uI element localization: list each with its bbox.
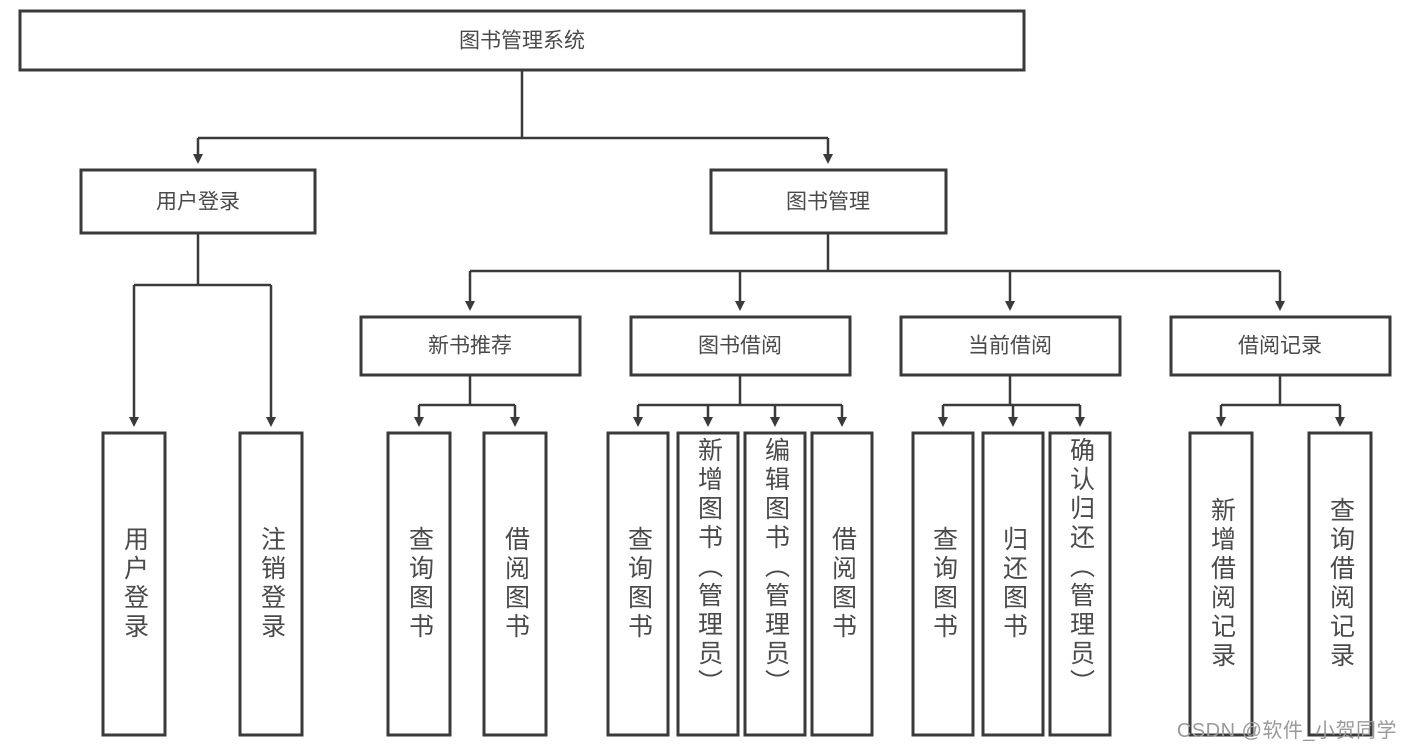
node-borrow-record-box[interactable] — [1169, 315, 1392, 377]
node-leaf-query-book-borrow-box[interactable] — [606, 431, 670, 737]
node-leaf-query-book-current-box[interactable] — [911, 431, 975, 737]
connector-group-userlogin-to-leaves — [129, 233, 276, 427]
node-leaf-add-borrow-record-box[interactable] — [1188, 431, 1254, 737]
node-new-book-recommend-label: 新书推荐 — [428, 335, 512, 358]
node-current-borrow-label: 当前借阅 — [968, 335, 1052, 358]
node-leaf-borrow-book-recommend-box[interactable] — [482, 431, 548, 737]
node-current-borrow[interactable]: 当前借阅 — [899, 315, 1122, 377]
connector-group-root-to-level2 — [193, 70, 833, 164]
node-root-box[interactable] — [18, 9, 1026, 72]
node-book-borrow-label: 图书借阅 — [698, 335, 782, 358]
node-borrow-record[interactable]: 借阅记录 — [1169, 315, 1392, 377]
node-leaf-edit-book-box[interactable] — [743, 431, 807, 737]
node-new-book-recommend-box[interactable] — [359, 315, 582, 377]
node-new-book-recommend[interactable]: 新书推荐 — [359, 315, 582, 377]
node-leaf-query-borrow-record-box[interactable] — [1307, 431, 1373, 737]
connector-group-bookmgmt-to-level3 — [465, 233, 1285, 311]
node-book-management-label: 图书管理 — [786, 191, 870, 214]
node-root-label: 图书管理系统 — [459, 30, 585, 53]
node-book-borrow[interactable]: 图书借阅 — [629, 315, 852, 377]
node-leaf-user-login-box[interactable] — [101, 431, 167, 737]
connector-group-newbooks-to-leaves — [414, 375, 520, 427]
node-borrow-record-label: 借阅记录 — [1238, 335, 1322, 358]
node-leaf-confirm-return-box[interactable] — [1048, 431, 1112, 737]
connector-group-currentborrow-to-leaves — [938, 375, 1085, 427]
node-current-borrow-box[interactable] — [899, 315, 1122, 377]
node-leaf-borrow-book-box[interactable] — [810, 431, 874, 737]
node-book-borrow-box[interactable] — [629, 315, 852, 377]
connector-group-borrowrecord-to-leaves — [1216, 375, 1345, 427]
node-book-management[interactable]: 图书管理 — [709, 168, 948, 235]
node-leaf-return-book-box[interactable] — [981, 431, 1045, 737]
connector-group-borrow-to-leaves — [633, 375, 847, 427]
node-leaf-query-book-recommend-box[interactable] — [386, 431, 452, 737]
node-user-login-label: 用户登录 — [156, 191, 240, 214]
node-user-login-box[interactable] — [79, 168, 317, 235]
node-root[interactable]: 图书管理系统 — [18, 9, 1026, 72]
node-book-management-box[interactable] — [709, 168, 948, 235]
node-leaf-logout-box[interactable] — [238, 431, 304, 737]
node-user-login[interactable]: 用户登录 — [79, 168, 317, 235]
node-leaf-add-book-box[interactable] — [676, 431, 740, 737]
csdn-watermark: CSDN @软件_小贺同学 — [1176, 720, 1397, 742]
